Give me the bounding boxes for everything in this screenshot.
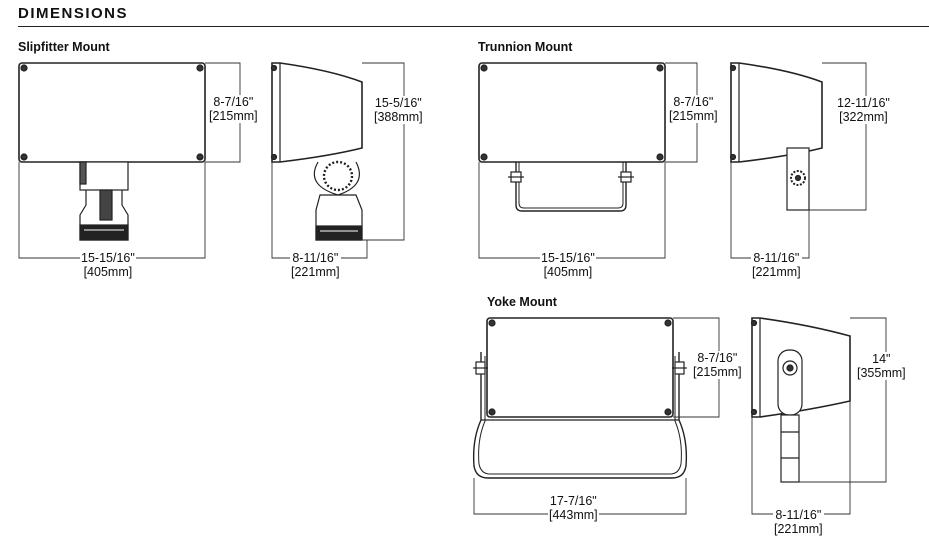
yoke-front-width-label: 17-7/16" [443mm] — [548, 494, 599, 522]
dim-inches: 8-11/16" — [753, 251, 800, 265]
dim-mm: [443mm] — [549, 508, 598, 522]
slipfitter-title: Slipfitter Mount — [18, 40, 110, 54]
dim-inches: 8-11/16" — [775, 508, 822, 522]
dim-inches: 8-11/16" — [292, 251, 339, 265]
dim-inches: 8-7/16" — [673, 95, 714, 109]
yoke-front-height-label: 8-7/16" [215mm] — [692, 351, 743, 379]
dim-mm: [215mm] — [209, 109, 258, 123]
dim-mm: [215mm] — [693, 365, 742, 379]
trunnion-front-height-label: 8-7/16" [215mm] — [668, 95, 719, 123]
yoke-front-view — [472, 317, 688, 479]
dim-inches: 17-7/16" — [549, 494, 597, 508]
dim-mm: [221mm] — [774, 522, 823, 536]
dim-inches: 8-7/16" — [213, 95, 254, 109]
dim-mm: [388mm] — [374, 110, 423, 124]
trunnion-title: Trunnion Mount — [478, 40, 573, 54]
trunnion-side-depth-label: 8-11/16" [221mm] — [751, 251, 802, 279]
dim-mm: [405mm] — [83, 265, 133, 279]
yoke-side-depth-line — [751, 401, 851, 515]
slipfitter-front-height-label: 8-7/16" [215mm] — [208, 95, 259, 123]
slipfitter-side-view — [270, 62, 363, 241]
title-divider — [18, 26, 929, 27]
dim-inches: 15-5/16" — [374, 96, 422, 110]
slipfitter-side-height-line — [362, 62, 405, 241]
dim-mm: [221mm] — [291, 265, 340, 279]
trunnion-front-width-line — [478, 162, 666, 259]
trunnion-side-height-label: 12-11/16" [322mm] — [836, 96, 891, 124]
yoke-side-view — [750, 317, 851, 483]
dim-mm: [322mm] — [839, 110, 888, 124]
dim-inches: 15-15/16" — [81, 251, 135, 265]
yoke-side-height-line — [799, 317, 887, 483]
slipfitter-side-height-label: 15-5/16" [388mm] — [373, 96, 424, 124]
dim-mm: [221mm] — [752, 265, 801, 279]
dim-mm: [405mm] — [543, 265, 593, 279]
trunnion-side-view — [729, 62, 823, 211]
slipfitter-front-view — [18, 62, 206, 241]
trunnion-side-height-line — [809, 62, 867, 211]
slipfitter-front-width-label: 15-15/16" [405mm] — [80, 251, 136, 279]
page-title: DIMENSIONS — [18, 5, 129, 22]
slipfitter-side-depth-label: 8-11/16" [221mm] — [290, 251, 341, 279]
dim-mm: [215mm] — [669, 109, 718, 123]
yoke-side-height-label: 14" [355mm] — [856, 352, 907, 380]
dim-inches: 12-11/16" — [837, 96, 890, 110]
trunnion-front-width-label: 15-15/16" [405mm] — [540, 251, 596, 279]
dim-inches: 15-15/16" — [541, 251, 595, 265]
trunnion-front-view — [478, 62, 666, 212]
dim-mm: [355mm] — [857, 366, 906, 380]
yoke-side-depth-label: 8-11/16" [221mm] — [773, 508, 824, 536]
dim-inches: 14" — [872, 352, 891, 366]
yoke-title: Yoke Mount — [487, 295, 557, 309]
dim-inches: 8-7/16" — [697, 351, 738, 365]
